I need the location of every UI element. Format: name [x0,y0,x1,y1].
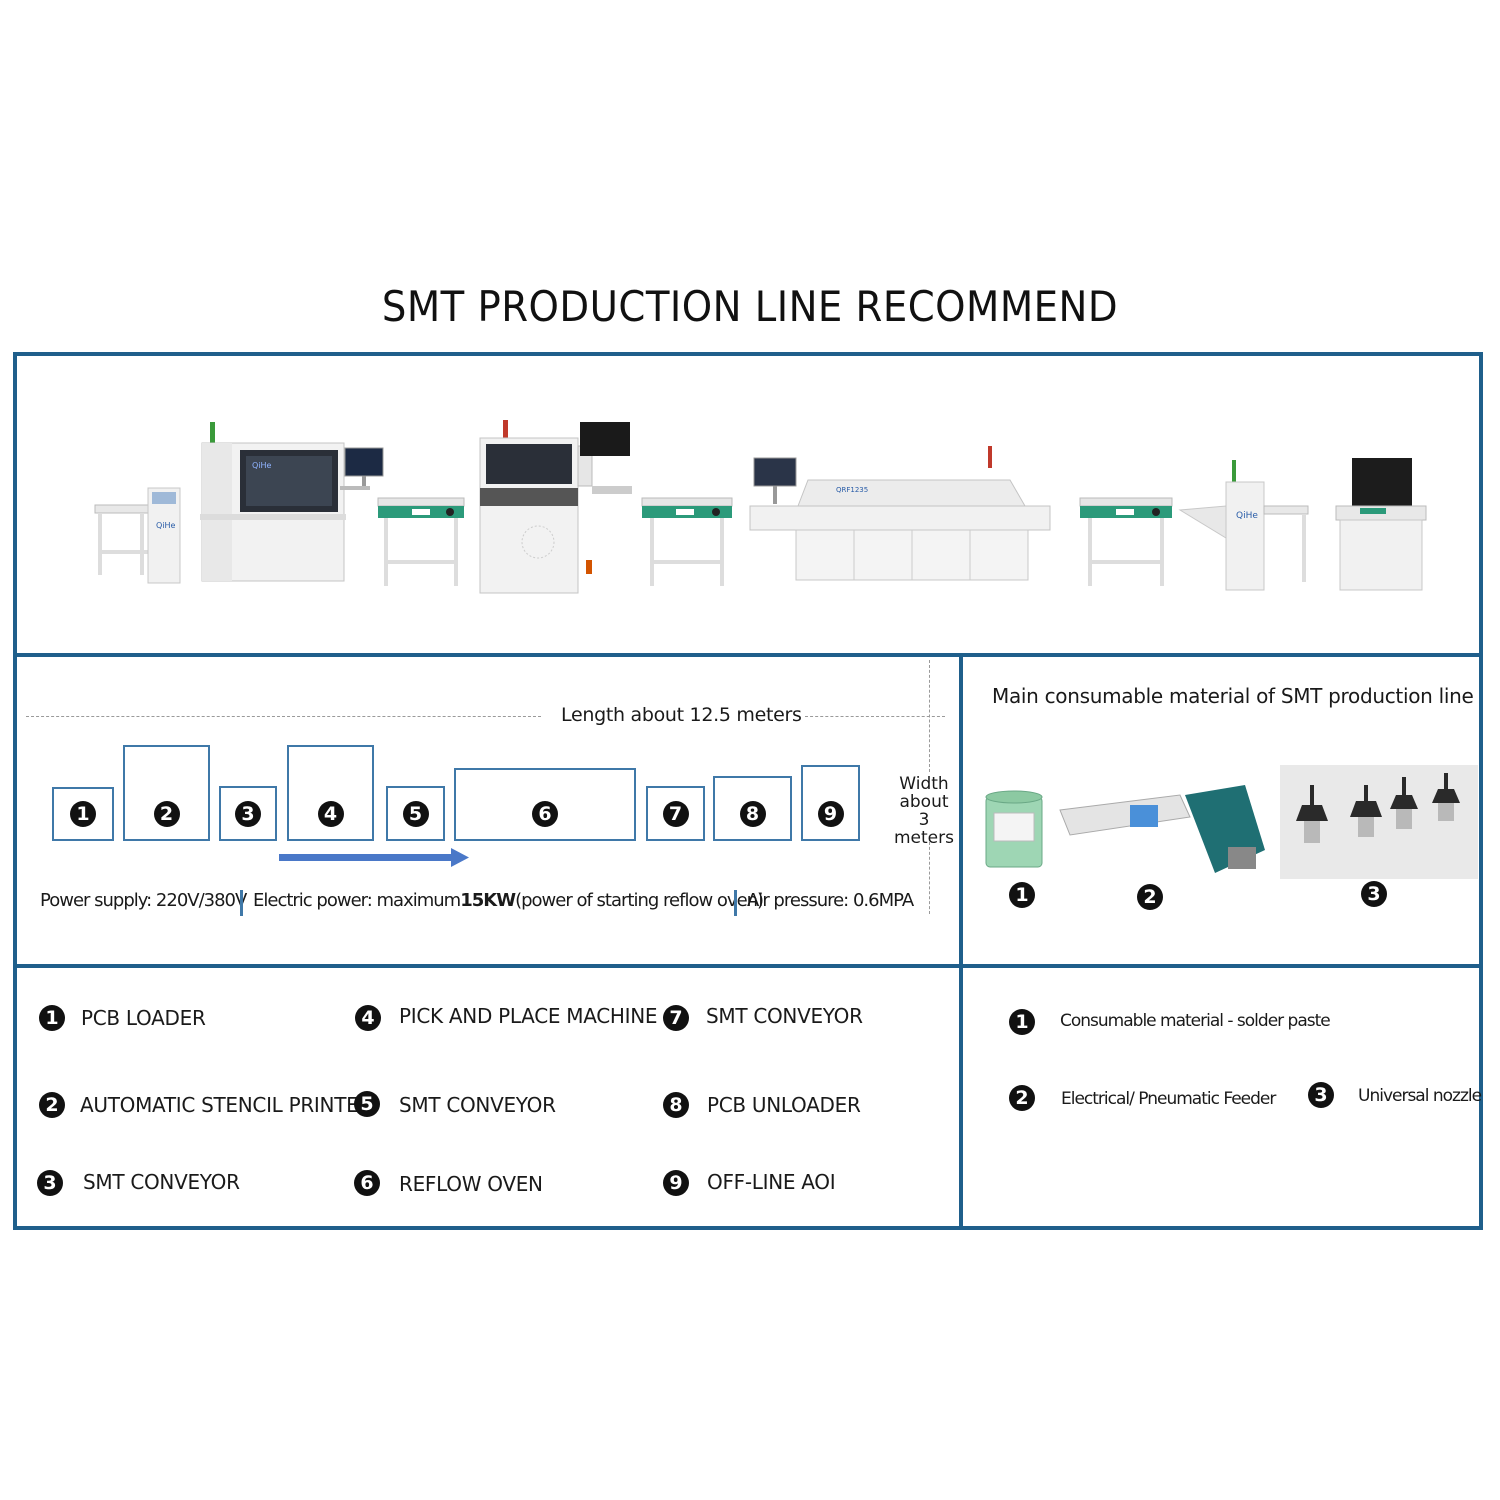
solder-paste-image [985,790,1043,868]
station-number: 1 [70,801,96,827]
feeder-image [1059,785,1265,873]
pcb-unloader-image: QiHe [1178,460,1309,591]
reflow-oven-image: QRF1235 [749,446,1051,581]
page-title: SMT PRODUCTION LINE RECOMMEND [381,282,1119,331]
legend-item-7: SMT CONVEYOR [706,1004,863,1028]
consumable-legend-item-3: Universal nozzle [1358,1086,1482,1106]
width-label: Width about 3 meters [894,774,954,848]
svg-text:QiHe: QiHe [252,461,272,470]
production-line-illustration: QiHe QiHe [94,420,1427,594]
legend-item-9: OFF-LINE AOI [707,1170,836,1194]
legend-item-4: PICK AND PLACE MACHINE [399,1004,658,1028]
legend-marker-4: 4 [355,1005,381,1031]
legend-item-8: PCB UNLOADER [707,1093,861,1117]
station-box-8: 8 [713,776,792,841]
spec-separator [734,890,737,916]
svg-text:QiHe: QiHe [1236,511,1258,521]
station-box-3: 3 [219,786,277,841]
svg-text:QRF1235: QRF1235 [836,486,868,494]
legend-marker-6: 6 [354,1170,380,1196]
stencil-printer-image: QiHe [200,422,384,582]
consumable-marker-2: 2 [1137,884,1163,910]
conveyor-3-image [377,497,465,586]
svg-text:QiHe: QiHe [156,521,176,530]
main-frame [13,352,1483,1230]
width-dimension-line-top [929,660,930,772]
legend-item-2: AUTOMATIC STENCIL PRINTER [80,1093,373,1117]
consumable-legend-item-2: Electrical/ Pneumatic Feeder [1061,1089,1276,1109]
consumable-legend-marker-1: 1 [1009,1009,1035,1035]
divider-vertical [959,653,963,1230]
power-supply-spec: Power supply: 220V/380V [40,890,247,911]
length-dimension-line-left [26,716,541,717]
pick-and-place-image [479,420,632,594]
station-number: 2 [153,801,180,827]
nozzles-image [1280,765,1478,879]
consumable-marker-3: 3 [1361,881,1387,907]
station-number: 7 [662,801,689,827]
legend-item-1: PCB LOADER [81,1006,206,1030]
divider-middle [13,964,1483,968]
legend-marker-3: 3 [37,1170,63,1196]
consumable-legend-item-1: Consumable material - solder paste [1060,1011,1331,1031]
legend-item-3: SMT CONVEYOR [83,1170,240,1194]
station-box-6: 6 [454,768,636,841]
air-pressure-spec: Air pressure: 0.6MPA [747,890,914,911]
legend-marker-8: 8 [663,1092,689,1118]
width-dimension-line-bottom [929,842,930,914]
station-box-4: 4 [287,745,374,841]
spec-separator [240,890,243,916]
legend-item-5: SMT CONVEYOR [399,1093,556,1117]
station-box-5: 5 [386,786,445,841]
legend-marker-9: 9 [663,1170,689,1196]
consumables-heading: Main consumable material of SMT producti… [992,684,1474,708]
station-number: 9 [817,801,844,827]
length-dimension-line-right [805,716,945,717]
legend-marker-2: 2 [39,1092,65,1118]
station-box-7: 7 [646,786,705,841]
station-box-9: 9 [801,765,860,841]
station-number: 3 [235,801,261,827]
pcb-loader-image: QiHe [94,487,181,584]
flow-direction-arrow [279,848,469,867]
station-number: 6 [532,801,558,827]
consumable-marker-1: 1 [1009,882,1035,908]
consumable-legend-marker-3: 3 [1308,1082,1334,1108]
consumables-illustration [985,765,1478,879]
legend-item-6: REFLOW OVEN [399,1172,543,1196]
legend-marker-1: 1 [39,1005,65,1031]
station-number: 5 [402,801,429,827]
divider-top [13,653,1483,657]
station-number: 8 [739,801,766,827]
station-box-2: 2 [123,745,210,841]
legend-marker-7: 7 [663,1005,689,1031]
station-box-1: 1 [52,787,114,841]
offline-aoi-image [1335,458,1427,591]
conveyor-5-image [641,497,733,586]
legend-marker-5: 5 [354,1091,380,1117]
electric-power-spec: Electric power: maximum15KW(power of sta… [253,890,764,911]
conveyor-7-image [1079,497,1173,586]
station-number: 4 [317,801,344,827]
length-label: Length about 12.5 meters [561,704,802,726]
consumable-legend-marker-2: 2 [1009,1085,1035,1111]
